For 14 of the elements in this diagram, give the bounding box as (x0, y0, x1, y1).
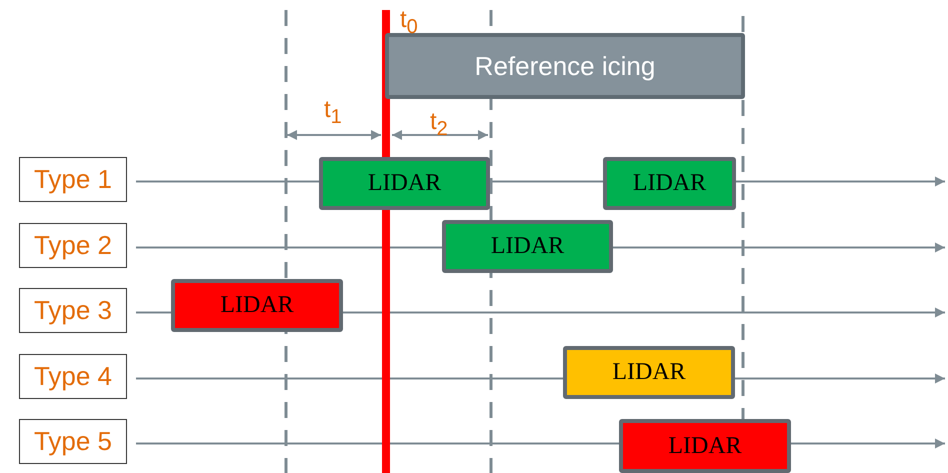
type-label-box: Type 5 (19, 419, 127, 464)
type-label-box: Type 4 (19, 354, 127, 399)
lidar-bar: LIDAR (319, 157, 490, 210)
lidar-bar: LIDAR (171, 279, 343, 332)
lidar-bar: LIDAR (563, 346, 735, 399)
type-label-box: Type 1 (19, 157, 127, 202)
reference-bar: Reference icing (385, 33, 745, 99)
type-label-box: Type 2 (19, 223, 127, 268)
lidar-bar: LIDAR (442, 220, 613, 273)
lidar-bar: LIDAR (619, 419, 791, 473)
type-label-box: Type 3 (19, 288, 127, 333)
time-label: t$_{1}$ (324, 96, 342, 129)
time-label: t$_{2}$ (430, 108, 448, 141)
lidar-bar: LIDAR (603, 157, 736, 210)
